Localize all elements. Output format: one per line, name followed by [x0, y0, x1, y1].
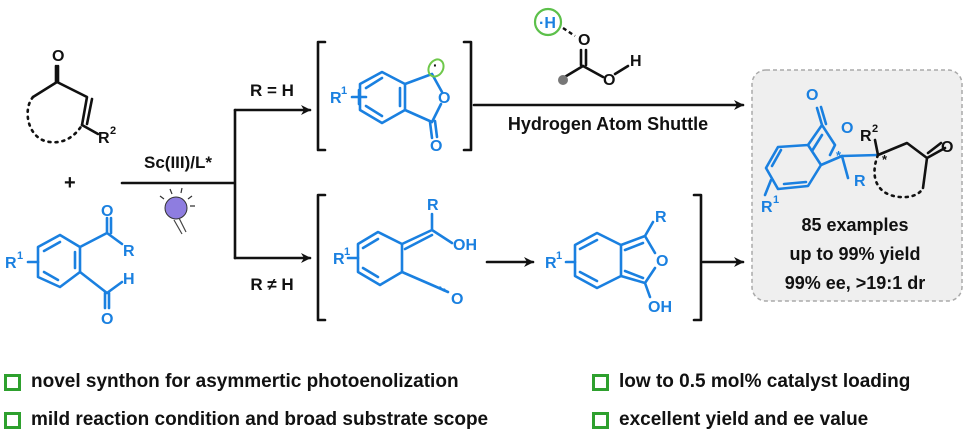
enone-r2-sup: 2 [110, 125, 116, 137]
highlight-item: excellent yield and ee value [592, 409, 868, 431]
radical-r1-sup: 1 [341, 85, 347, 97]
radical-orbital-icon [427, 58, 445, 78]
highlight-item: novel synthon for asymmertic photoenoliz… [4, 371, 459, 393]
product-r: R [854, 173, 866, 190]
product-stat-yield: up to 99% yield [789, 244, 920, 264]
dienol-r: R [427, 197, 439, 214]
product-r1: R [761, 199, 773, 216]
highlight-text: low to 0.5 mol% catalyst loading [619, 371, 911, 392]
isobenzofuran-oh: OH [648, 299, 672, 316]
dienol-r1: R [333, 251, 345, 268]
stereocenter-star-1: * [836, 148, 842, 163]
highlight-item: low to 0.5 mol% catalyst loading [592, 371, 910, 393]
green-square-bullet-icon [4, 411, 21, 429]
isobenzofuran-r1-sup: 1 [556, 250, 562, 262]
dienol-r1-sup: 1 [344, 246, 350, 258]
product-r2: R [860, 128, 872, 145]
h-radical: ·H [539, 15, 556, 32]
highlight-item: mild reaction condition and broad substr… [4, 409, 488, 431]
isobenzofuran-r: R [655, 209, 667, 226]
enone-r2: R [98, 130, 110, 147]
aldehyde-r: R [123, 243, 135, 260]
highlight-text: novel synthon for asymmertic photoenoliz… [31, 371, 459, 392]
shuttle-hydrogen: H [630, 53, 642, 70]
highlight-text: excellent yield and ee value [619, 409, 869, 430]
product-r1-sup: 1 [773, 194, 779, 206]
radical-ring-oxygen: O [438, 90, 450, 107]
ketone-oxygen: O [101, 203, 113, 220]
shuttle-oxygen-1: O [578, 32, 590, 49]
isobenzofuran-intermediate: R 1 R O OH [545, 209, 672, 316]
radical-intermediate: R 1 O O · [316, 40, 473, 155]
radical-dot: · [433, 57, 438, 73]
product-box: O O R 2 O R R 1 * * 85 examples up to 99… [751, 69, 963, 302]
aldehyde-r1-sup: 1 [17, 250, 23, 262]
highlight-text: mild reaction condition and broad substr… [31, 409, 489, 430]
product-r2-sup: 2 [872, 123, 878, 135]
dienol-intermediate: R 1 R OH O [316, 193, 703, 322]
dienol-oh: OH [453, 237, 477, 254]
branch-label-r-not-h: R ≠ H [250, 275, 293, 294]
product-stat-examples: 85 examples [801, 215, 908, 235]
green-square-bullet-icon [592, 373, 609, 391]
enone-oxygen: O [52, 48, 64, 65]
acyl-benzaldehyde: R 1 O R H O [5, 203, 135, 328]
isobenzofuran-r1: R [545, 255, 557, 272]
stereocenter-star-2: * [882, 152, 888, 167]
product-ring-oxygen: O [841, 120, 853, 137]
aldehyde-h: H [123, 271, 135, 288]
shuttle-label: Hydrogen Atom Shuttle [508, 114, 708, 134]
product-ketone-oxygen: O [941, 139, 953, 156]
radical-r1: R [330, 90, 342, 107]
shuttle-oxygen-2: O [603, 72, 615, 89]
isobenzofuran-oxygen: O [656, 253, 668, 270]
cyclic-enone: O R 2 [26, 48, 116, 147]
branch-label-r-equals-h: R = H [250, 81, 294, 100]
green-square-bullet-icon [592, 411, 609, 429]
aldehyde-r1: R [5, 255, 17, 272]
h-atom-circle [533, 7, 563, 37]
acetic-acid-shuttle: ·H O O H [533, 7, 642, 89]
dienol-ketene-oxygen: O [451, 291, 463, 308]
catalyst-label: Sc(III)/L* [144, 153, 212, 172]
green-square-bullet-icon [4, 373, 21, 391]
product-lactone-oxygen: O [806, 87, 818, 104]
product-stat-ee-dr: 99% ee, >19:1 dr [785, 273, 926, 293]
radical-carbonyl-oxygen: O [430, 138, 442, 155]
light-bulb-icon [159, 187, 195, 235]
aldehyde-oxygen: O [101, 311, 113, 328]
plus-sign: + [64, 172, 76, 194]
